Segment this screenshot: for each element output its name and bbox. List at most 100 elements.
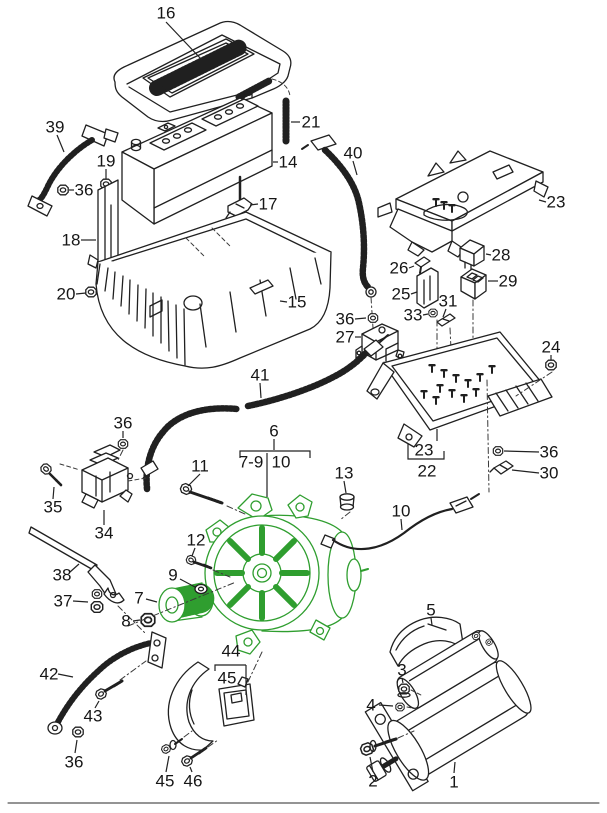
alternator-hardware-illustration xyxy=(178,481,480,578)
part-label-41-25: 41 xyxy=(251,366,270,385)
leader-line-26 xyxy=(408,265,415,269)
part-label-34-28: 34 xyxy=(95,524,114,543)
leader-line-41 xyxy=(259,382,262,399)
part-label-43-42: 43 xyxy=(84,707,103,726)
part-label-30-24: 30 xyxy=(540,464,559,483)
part-label-44-44: 44 xyxy=(222,642,241,661)
alternator-cable-illustration xyxy=(140,334,389,493)
part-label-18-7: 18 xyxy=(62,231,81,250)
part-label-28-12: 28 xyxy=(492,246,511,265)
part-label-24-20: 24 xyxy=(542,338,561,357)
part-label-36-26: 36 xyxy=(114,414,133,433)
part-label-40-10: 40 xyxy=(344,144,363,163)
part-label-38-39: 38 xyxy=(53,566,72,585)
label-bracket-3 xyxy=(407,444,445,460)
part-label-35-27: 35 xyxy=(44,498,63,517)
leader-line-36 xyxy=(74,739,78,754)
battery-illustration xyxy=(121,89,273,225)
part-label-23-21: 23 xyxy=(415,441,434,460)
upper-bracket-illustration xyxy=(377,150,549,258)
leader-line-35 xyxy=(52,486,55,500)
alternator-illustration xyxy=(204,493,369,655)
relays-illustration xyxy=(414,239,487,385)
leader-line-36 xyxy=(503,450,540,453)
part-label-42-41: 42 xyxy=(40,665,59,684)
leader-line-33 xyxy=(422,313,429,316)
part-label-22-22: 22 xyxy=(418,462,437,481)
leader-line-13 xyxy=(343,480,347,494)
positive-cable-illustration xyxy=(301,134,377,329)
part-label-2-51: 2 xyxy=(368,772,377,791)
part-label-29-14: 29 xyxy=(499,272,518,291)
label-bracket-1 xyxy=(239,450,311,458)
leader-line-2 xyxy=(369,756,374,773)
leader-line-38 xyxy=(69,563,80,573)
leader-line-10 xyxy=(400,518,403,531)
part-label-8-38: 8 xyxy=(121,612,130,631)
bracket-lines-layer xyxy=(214,429,445,695)
part-label-21-1: 21 xyxy=(302,113,321,132)
leader-line-23 xyxy=(538,199,547,203)
part-label-10-34: 10 xyxy=(392,502,411,521)
part-label-37-40: 37 xyxy=(54,592,73,611)
leader-line-31 xyxy=(442,308,447,318)
leader-line-4 xyxy=(378,704,394,707)
part-label-36-4: 36 xyxy=(75,181,94,200)
leader-line-46 xyxy=(189,766,193,773)
leader-line-16 xyxy=(165,21,203,61)
clamp-illustration xyxy=(225,175,253,219)
part-label-13-33: 13 xyxy=(335,464,354,483)
part-label-36-18: 36 xyxy=(336,310,355,329)
leader-line-3 xyxy=(401,677,404,684)
part-label-15-9: 15 xyxy=(288,293,307,312)
part-label-11-32: 11 xyxy=(191,457,209,476)
ground-strap-illustration xyxy=(27,124,119,217)
leader-line-9 xyxy=(179,578,196,588)
part-label-14-5: 14 xyxy=(279,153,298,172)
part-label-23-11: 23 xyxy=(547,193,566,212)
part-label-6-29: 6 xyxy=(269,422,278,441)
part-label-1-52: 1 xyxy=(449,773,458,792)
illustration-layer xyxy=(7,20,600,804)
part-label-45-46: 45 xyxy=(156,772,175,791)
label-bracket-5 xyxy=(214,664,246,671)
leader-line-39 xyxy=(56,134,65,153)
leader-line-17 xyxy=(249,203,259,206)
part-label-45-45: 45 xyxy=(218,669,237,688)
starter-motor-illustration xyxy=(364,630,532,792)
part-label-4-50: 4 xyxy=(366,696,375,715)
leader-line-20 xyxy=(75,292,87,295)
nut-icon xyxy=(85,286,97,298)
part-label-26-13: 26 xyxy=(390,259,409,278)
part-label-5-48: 5 xyxy=(426,601,435,620)
leader-line-1 xyxy=(453,761,456,774)
left-small-parts-illustration xyxy=(28,439,147,635)
air-duct-illustration xyxy=(159,651,263,769)
leader-line-42 xyxy=(57,673,74,678)
part-label-25-15: 25 xyxy=(392,285,411,304)
battery-tray-illustration xyxy=(87,211,332,369)
leader-line-45 xyxy=(165,755,170,773)
part-label-10-31: 10 xyxy=(272,453,291,472)
pulley-illustration xyxy=(127,581,237,628)
part-label-3-49: 3 xyxy=(397,661,406,680)
part-label-20-8: 20 xyxy=(57,285,76,304)
part-label-9-36: 9 xyxy=(168,566,177,585)
leader-line-28 xyxy=(485,253,492,256)
leader-line-7 xyxy=(145,598,158,603)
starter-cable-illustration xyxy=(47,631,167,738)
lower-bracket-illustration xyxy=(366,331,553,493)
part-label-33-17: 33 xyxy=(404,306,423,325)
leader-line-8 xyxy=(132,619,141,622)
leader-line-12 xyxy=(191,547,196,557)
part-label-36-23: 36 xyxy=(540,443,559,462)
nut-icon xyxy=(57,184,69,196)
part-label-27-19: 27 xyxy=(336,328,355,347)
leader-line-15 xyxy=(279,300,288,303)
part-label-17-6: 17 xyxy=(259,195,278,214)
battery-cover-illustration xyxy=(113,20,292,123)
part-label-7-37: 7 xyxy=(134,589,143,608)
part-label-36-43: 36 xyxy=(65,753,84,772)
starter-fasteners-illustration xyxy=(358,683,422,757)
